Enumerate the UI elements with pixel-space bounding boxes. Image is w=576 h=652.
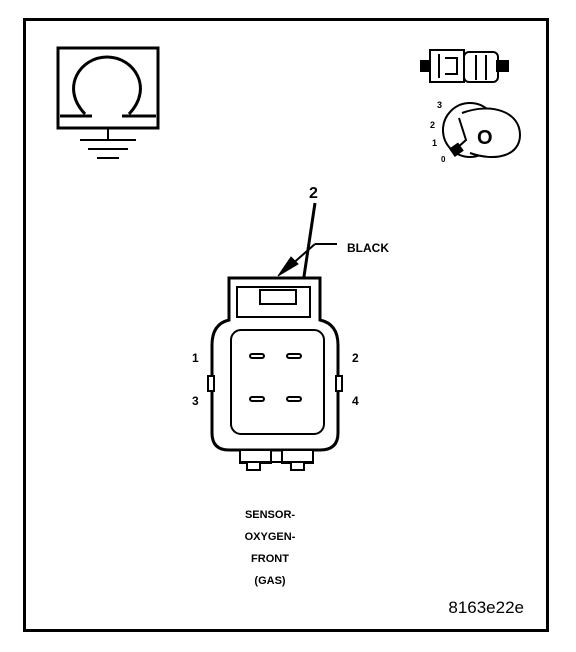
wire-color-label: BLACK [347,241,389,255]
caption-line-4: (GAS) [254,575,286,587]
sensor-connector [207,276,343,471]
terminal-2 [286,353,302,359]
ignition-position-2: 2 [430,120,435,130]
terminal-3 [249,396,265,402]
ignition-position-1: 1 [432,138,437,148]
terminal-4 [286,396,302,402]
figure-id: 8163e22e [448,598,524,617]
caption-line-1: SENSOR- [244,509,296,521]
key-label: O [477,127,493,149]
ignition-position-0: 0 [441,155,446,164]
pin-label-4: 4 [352,394,359,408]
ohmmeter-ground-symbol-icon [56,46,160,159]
pin-label-1: 1 [192,351,199,365]
caption-line-2: OXYGEN- [244,531,296,543]
black-wire-arrow [277,243,337,277]
caption-line-3: FRONT [251,553,289,565]
callout-number: 2 [309,185,318,202]
terminal-1 [249,353,265,359]
ignition-position-3: 3 [437,100,442,110]
connector-icon [420,49,509,83]
pin-label-2: 2 [352,351,359,365]
diagram-frame [23,18,549,632]
ignition-key-icon: 3 2 1 0 O [430,100,522,164]
pin-label-3: 3 [192,394,199,408]
